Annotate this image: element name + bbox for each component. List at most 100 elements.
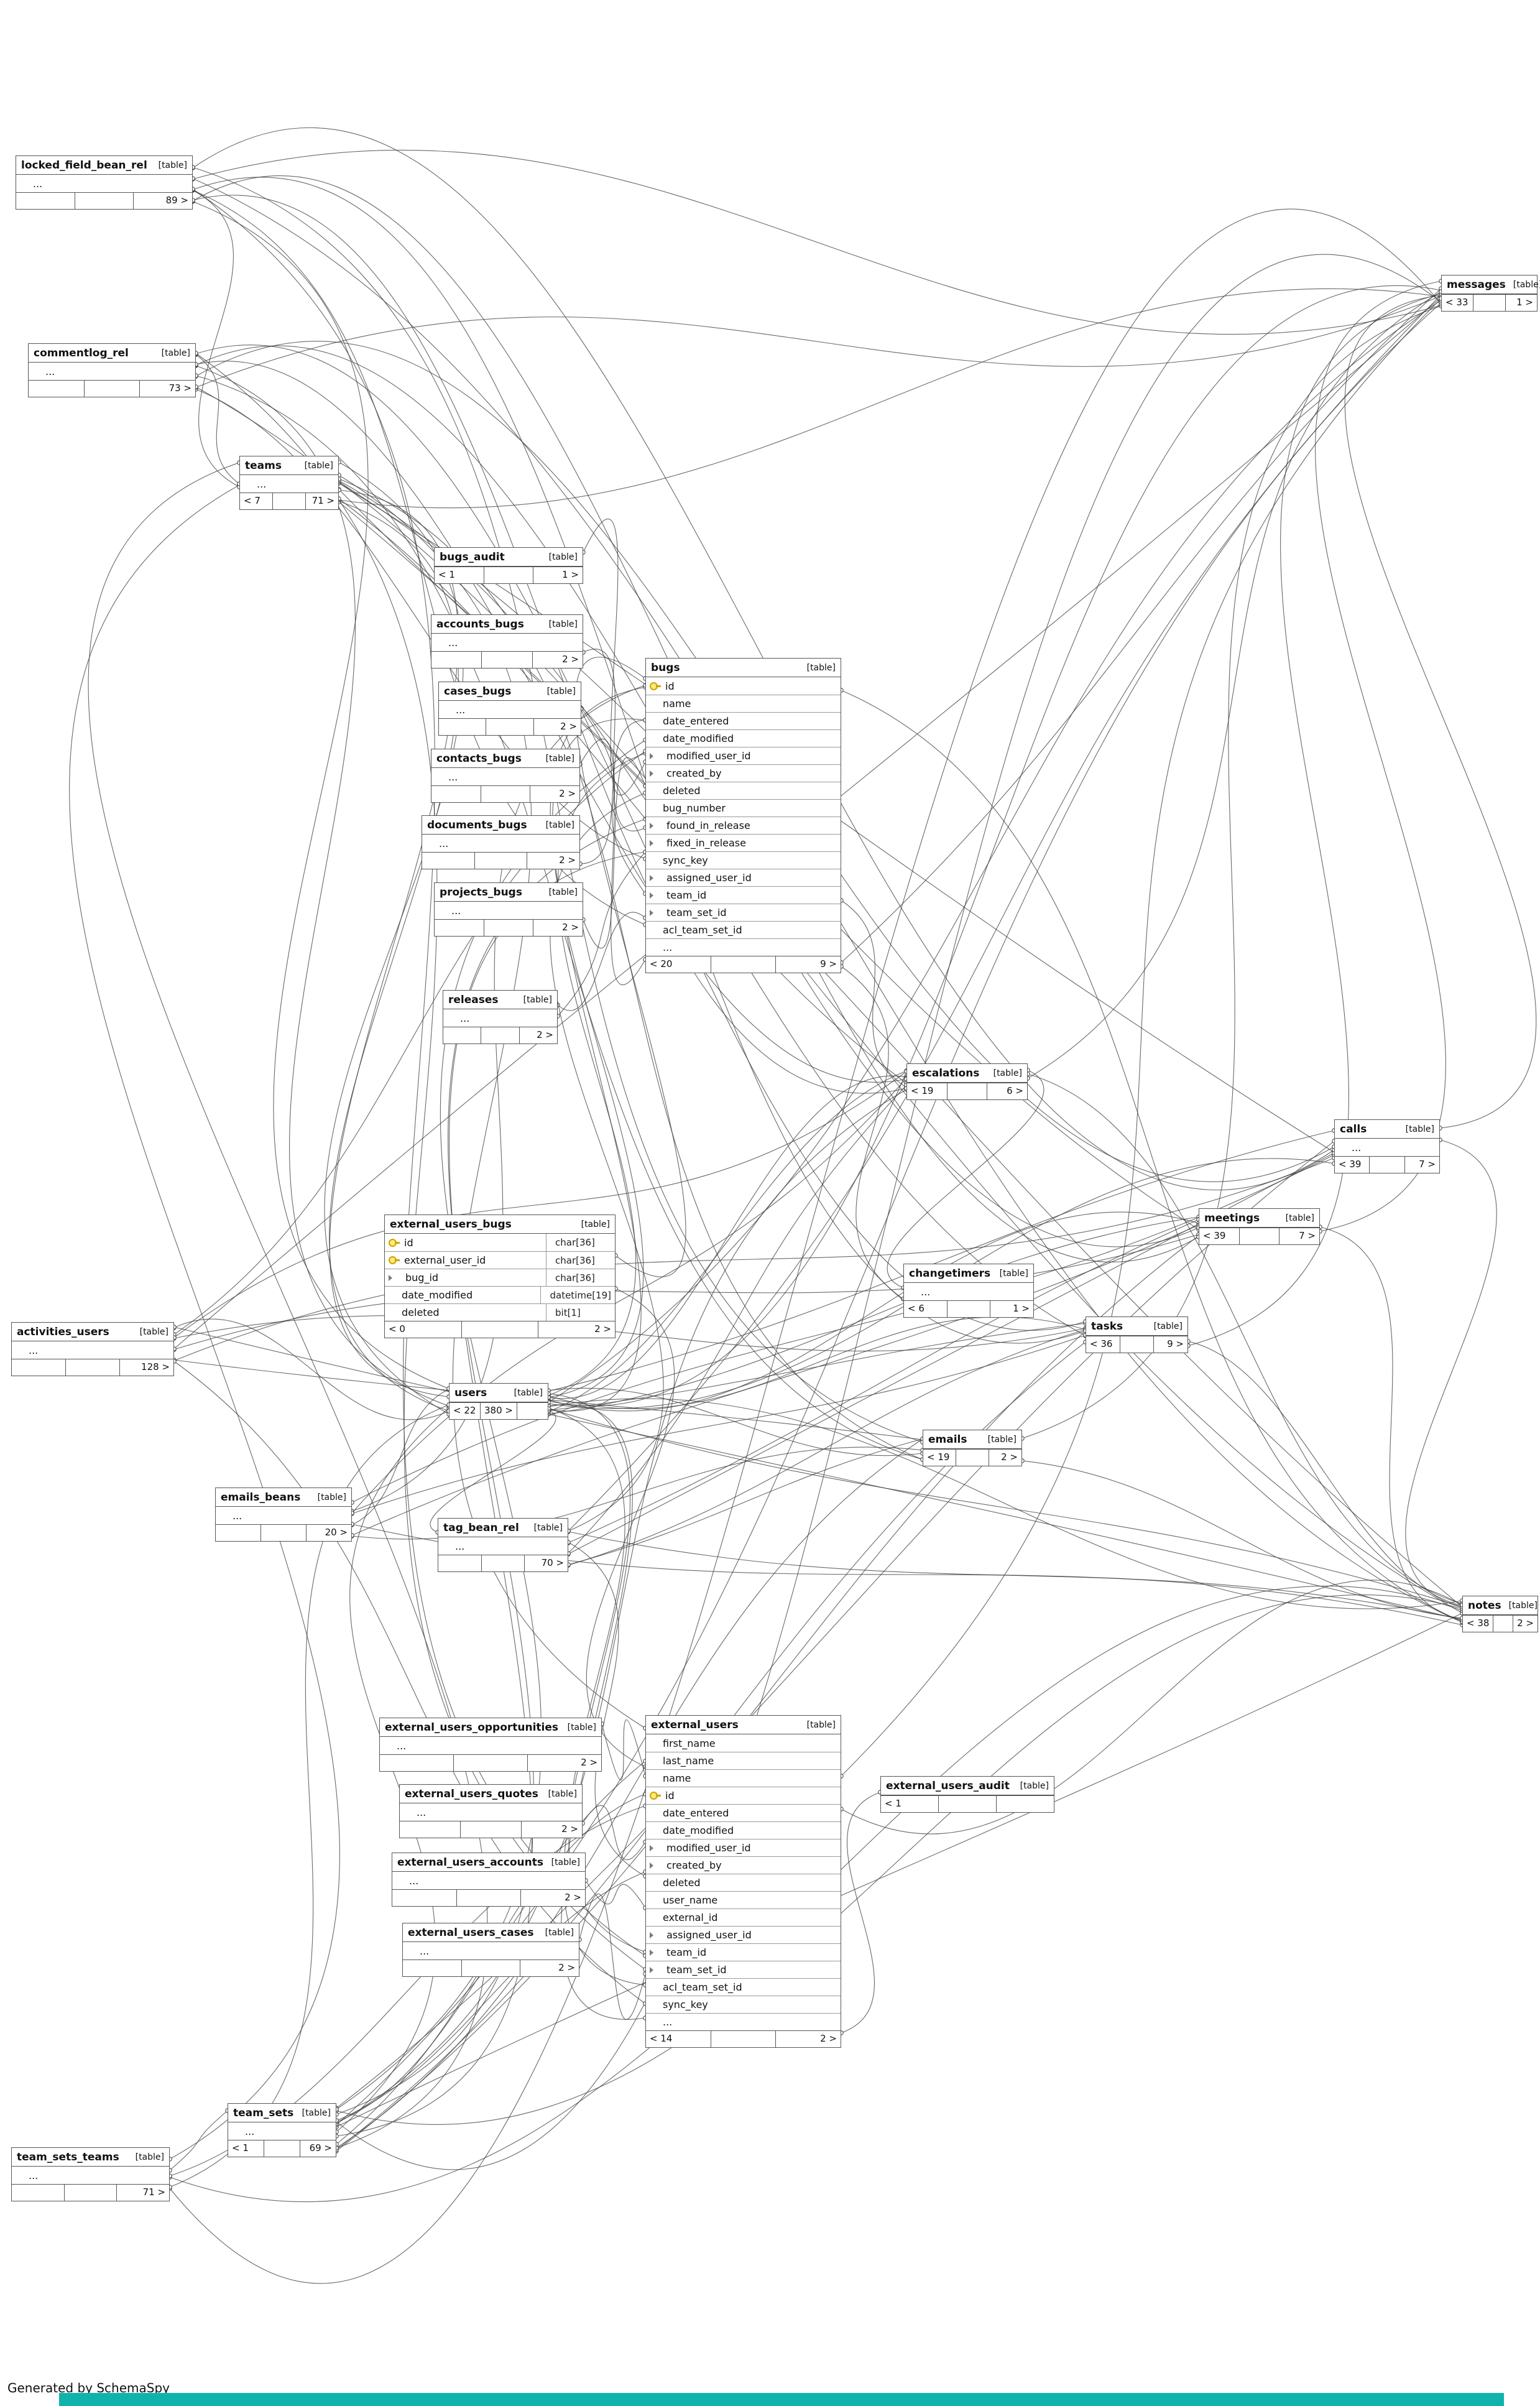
table-tag-label: [table] — [548, 619, 578, 629]
table-footer: 2 > — [422, 852, 579, 869]
table-node-external_users_quotes[interactable]: external_users_quotes [table] ... 2 > — [399, 1784, 583, 1838]
table-header[interactable]: messages [table] — [1442, 275, 1540, 294]
table-header[interactable]: team_sets [table] — [228, 2104, 336, 2122]
table-node-commentlog_rel[interactable]: commentlog_rel [table] ... 73 > — [28, 343, 196, 397]
table-node-cases_bugs[interactable]: cases_bugs [table] ... 2 > — [438, 682, 581, 736]
column-name: created_by — [666, 1859, 722, 1871]
column-name: sync_key — [663, 854, 708, 866]
table-header[interactable]: external_users_opportunities [table] — [380, 1718, 601, 1737]
table-header[interactable]: releases [table] — [443, 991, 557, 1009]
footer-cell-1 — [74, 193, 134, 209]
table-header[interactable]: external_users_bugs [table] — [385, 1215, 615, 1234]
column-type: bit[1] — [546, 1304, 611, 1321]
foreign-key-icon — [650, 840, 657, 846]
table-header[interactable]: activities_users [table] — [12, 1323, 173, 1341]
table-node-team_sets_teams[interactable]: team_sets_teams [table] ... 71 > — [11, 2147, 170, 2201]
column-row-acl_team_set_id: acl_team_set_id — [646, 1978, 841, 1996]
column-name: ... — [45, 365, 55, 377]
table-header[interactable]: accounts_bugs [table] — [431, 615, 583, 634]
table-header[interactable]: locked_field_bean_rel [table] — [16, 156, 192, 175]
table-name: notes — [1468, 1599, 1501, 1612]
column-row-found_in_release: found_in_release — [646, 817, 841, 834]
table-header[interactable]: cases_bugs [table] — [439, 682, 581, 701]
column-spacer — [219, 1512, 229, 1519]
table-node-activities_users[interactable]: activities_users [table] ... 128 > — [11, 1322, 174, 1376]
table-header[interactable]: calls [table] — [1335, 1120, 1439, 1139]
column-row-sync_key: sync_key — [646, 851, 841, 869]
table-node-external_users_opportunities[interactable]: external_users_opportunities [table] ...… — [379, 1718, 602, 1772]
footer-cell-0: < 19 — [927, 1451, 950, 1463]
table-columns: ... — [12, 1341, 173, 1359]
table-header[interactable]: documents_bugs [table] — [422, 816, 579, 835]
table-header[interactable]: escalations [table] — [907, 1064, 1027, 1083]
table-header[interactable]: emails_beans [table] — [216, 1488, 351, 1507]
table-node-external_users_accounts[interactable]: external_users_accounts [table] ... 2 > — [392, 1853, 586, 1907]
column-name: ... — [29, 1344, 39, 1356]
table-header[interactable]: changetimers [table] — [904, 1264, 1033, 1283]
table-tag-label: [table] — [1405, 1124, 1434, 1134]
table-node-accounts_bugs[interactable]: accounts_bugs [table] ... 2 > — [431, 614, 583, 669]
table-header[interactable]: external_users_audit [table] — [881, 1777, 1054, 1795]
table-header[interactable]: emails [table] — [923, 1430, 1021, 1449]
table-header[interactable]: tag_bean_rel [table] — [438, 1519, 568, 1537]
table-node-projects_bugs[interactable]: projects_bugs [table] ... 2 > — [434, 882, 583, 937]
table-header[interactable]: external_users_quotes [table] — [400, 1785, 582, 1803]
table-name: documents_bugs — [427, 818, 527, 831]
table-header[interactable]: meetings [table] — [1199, 1209, 1319, 1228]
table-node-external_users_audit[interactable]: external_users_audit [table] < 1 — [880, 1776, 1054, 1813]
table-header[interactable]: projects_bugs [table] — [435, 883, 583, 902]
footer-cell-1: 380 > — [480, 1403, 517, 1419]
table-node-documents_bugs[interactable]: documents_bugs [table] ... 2 > — [422, 815, 580, 869]
column-name: modified_user_id — [666, 750, 751, 762]
table-header[interactable]: bugs_audit [table] — [435, 548, 583, 567]
foreign-key-icon — [650, 1844, 657, 1851]
column-spacer — [396, 1877, 406, 1884]
column-spacer — [389, 1292, 399, 1299]
table-node-tag_bean_rel[interactable]: tag_bean_rel [table] ... 70 > — [438, 1518, 568, 1572]
foreign-key-icon — [650, 1932, 657, 1938]
table-name: bugs_audit — [440, 550, 505, 563]
footer-cell-0 — [435, 920, 484, 936]
table-header[interactable]: notes [table] — [1463, 1596, 1538, 1615]
column-name: fixed_in_release — [666, 837, 746, 849]
table-header[interactable]: tasks [table] — [1086, 1317, 1187, 1336]
table-header[interactable]: external_users_accounts [table] — [392, 1853, 585, 1872]
table-header[interactable]: bugs [table] — [646, 659, 841, 677]
table-node-locked_field_bean_rel[interactable]: locked_field_bean_rel [table] ... 89 > — [16, 155, 193, 210]
table-node-external_users_cases[interactable]: external_users_cases [table] ... 2 > — [402, 1923, 579, 1977]
footer-cell-1 — [474, 853, 527, 869]
table-node-emails_beans[interactable]: emails_beans [table] ... 20 > — [215, 1488, 352, 1542]
table-header[interactable]: external_users [table] — [646, 1716, 841, 1734]
table-header[interactable]: teams [table] — [240, 456, 338, 475]
column-row-more: ... — [431, 768, 579, 785]
table-header[interactable]: commentlog_rel [table] — [29, 344, 195, 363]
table-header[interactable]: contacts_bugs [table] — [431, 749, 579, 768]
table-node-releases[interactable]: releases [table] ... 2 > — [443, 990, 558, 1044]
footer-cell-1 — [710, 956, 776, 973]
table-header[interactable]: users [table] — [450, 1384, 548, 1402]
footer-cell-1 — [1493, 1616, 1513, 1632]
table-header[interactable]: team_sets_teams [table] — [12, 2148, 169, 2167]
table-node-contacts_bugs[interactable]: contacts_bugs [table] ... 2 > — [431, 749, 580, 803]
table-header[interactable]: external_users_cases [table] — [403, 1923, 579, 1942]
column-spacer — [650, 805, 660, 812]
